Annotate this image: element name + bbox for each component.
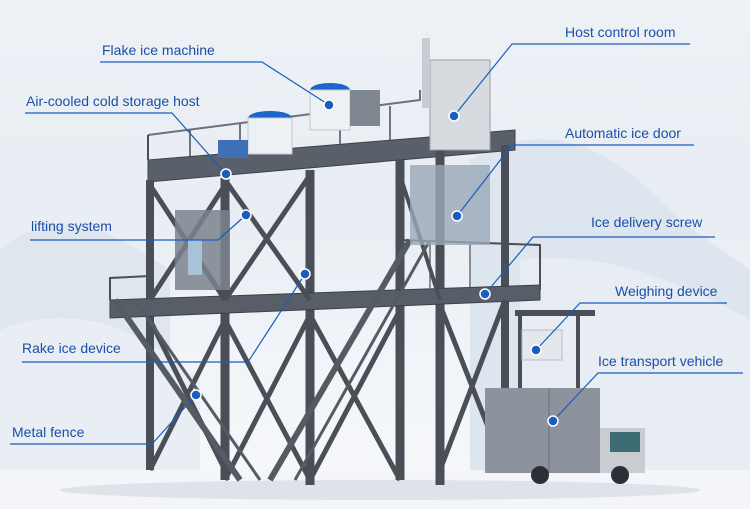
marker-host-control-room — [448, 110, 460, 122]
marker-rake-ice-device — [299, 268, 311, 280]
ice-transport-truck — [485, 388, 645, 484]
leader-flake-ice-machine — [100, 61, 330, 106]
leader-automatic-ice-door — [456, 144, 694, 217]
label-ice-delivery-screw: Ice delivery screw — [591, 214, 703, 230]
label-air-cooled-cold-storage-host: Air-cooled cold storage host — [26, 93, 200, 109]
leader-host-control-room — [453, 43, 690, 117]
leader-rake-ice-device — [22, 273, 306, 363]
label-automatic-ice-door: Automatic ice door — [565, 125, 681, 141]
label-ice-transport-vehicle: Ice transport vehicle — [598, 353, 724, 369]
leader-air-cooled-cold-storage-host — [25, 112, 227, 175]
leader-ice-transport-vehicle — [552, 372, 743, 422]
steel-structure — [109, 90, 541, 485]
marker-air-cooled-cold-storage-host — [220, 168, 232, 180]
label-metal-fence: Metal fence — [12, 424, 85, 440]
label-lifting-system: lifting system — [31, 218, 112, 234]
leader-lifting-system — [30, 214, 247, 241]
marker-ice-delivery-screw — [479, 288, 491, 300]
leader-metal-fence — [10, 394, 197, 445]
marker-ice-transport-vehicle — [547, 415, 559, 427]
marker-lifting-system — [240, 209, 252, 221]
marker-metal-fence — [190, 389, 202, 401]
marker-flake-ice-machine — [323, 99, 335, 111]
leader-weighing-device — [535, 302, 727, 351]
label-flake-ice-machine: Flake ice machine — [102, 42, 215, 58]
marker-weighing-device — [530, 344, 542, 356]
equipment — [175, 38, 595, 470]
marker-automatic-ice-door — [451, 210, 463, 222]
callout-leader-lines — [10, 43, 743, 445]
label-rake-ice-device: Rake ice device — [22, 340, 121, 356]
leader-ice-delivery-screw — [484, 236, 715, 295]
label-host-control-room: Host control room — [565, 24, 676, 40]
label-weighing-device: Weighing device — [615, 283, 718, 299]
callout-markers — [190, 99, 559, 427]
